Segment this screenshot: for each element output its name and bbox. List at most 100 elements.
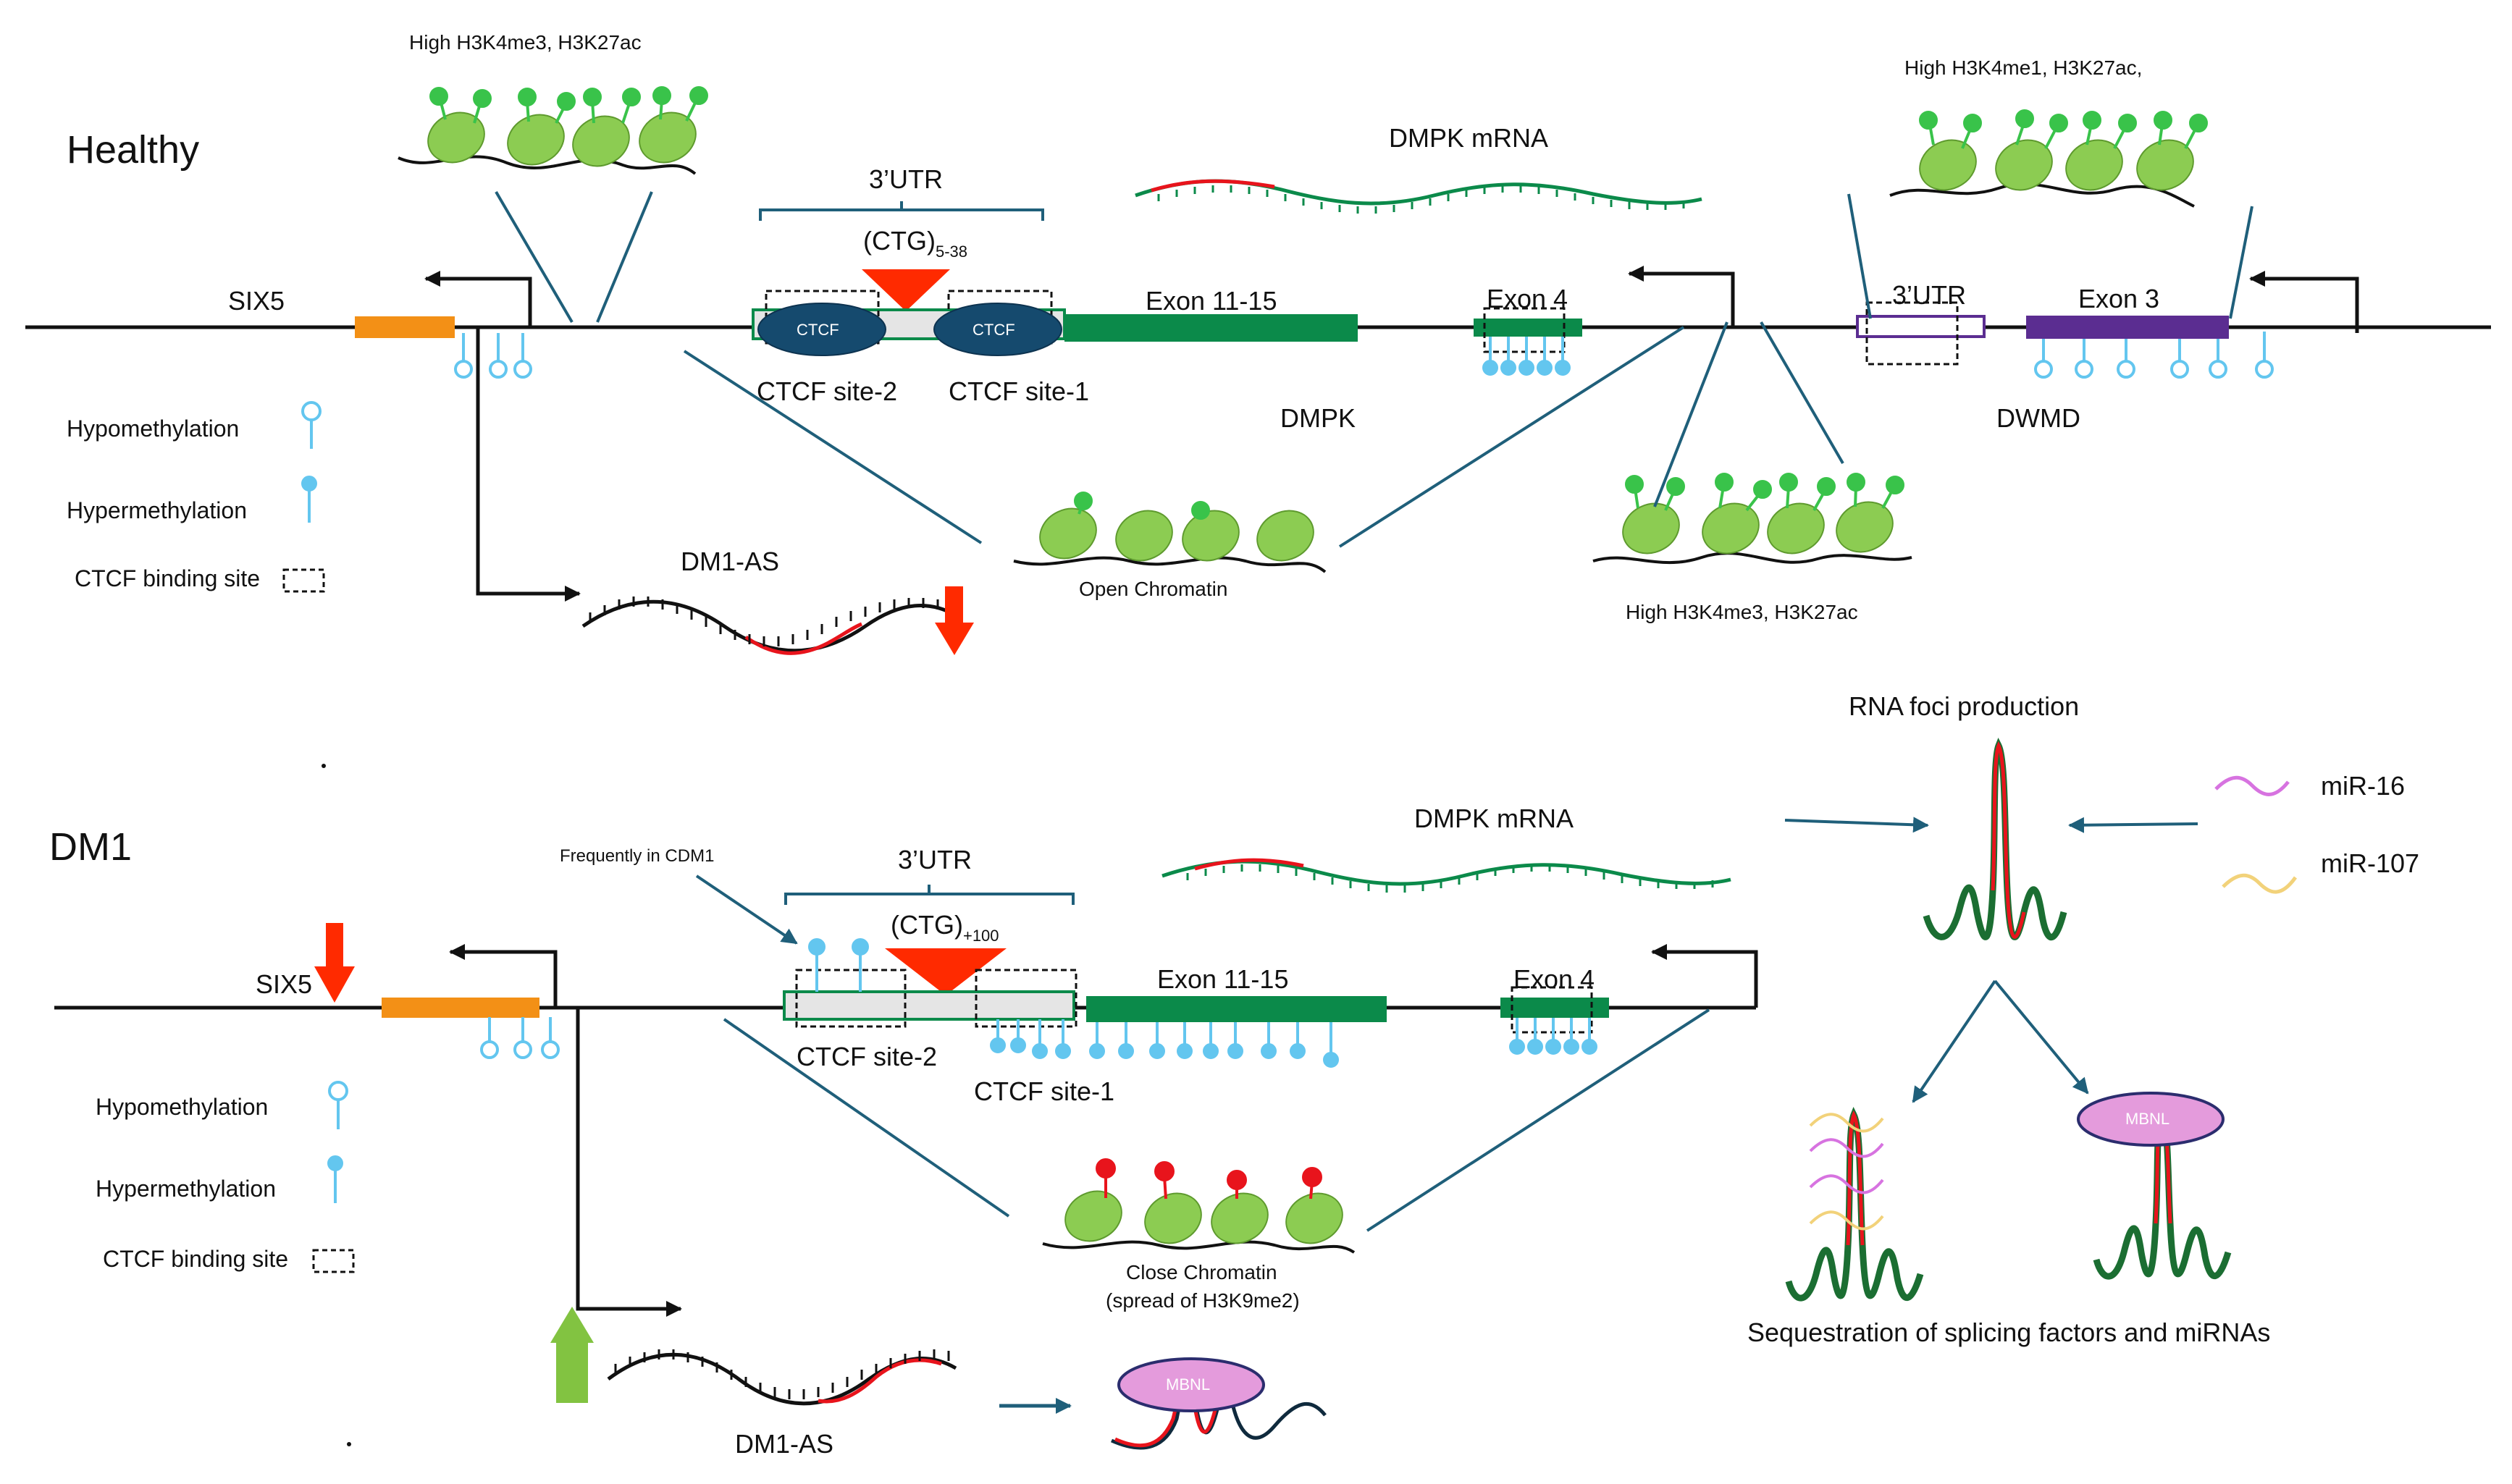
healthy-3utr-bracket (759, 201, 1044, 221)
dm1-frequently-cdm1-label: Frequently in CDM1 (560, 846, 714, 866)
healthy-connector-br-1 (1653, 321, 1728, 507)
legend-ctcf-binding-label: CTCF binding site (75, 565, 260, 591)
healthy-dwmd-tss-arrow (2249, 271, 2359, 333)
dm1-six5-tss-arrow (449, 944, 558, 1008)
stray-dot-2 (347, 1442, 351, 1446)
mir16-label: miR-16 (2321, 771, 2405, 801)
rna-foci-hairpin (1923, 737, 2067, 941)
dm1-legend-hypermethylation-icon (327, 1155, 343, 1203)
dm1-close-chromatin-label-2: (spread of H3K9me2) (1106, 1289, 1300, 1312)
healthy-dwmd-3utr-label: 3’UTR (1892, 280, 1966, 310)
dm1-ctcf-site1-label: CTCF site-1 (974, 1076, 1114, 1106)
dm1-legend: Hypomethylation Hypermethylation CTCF bi… (96, 1081, 355, 1273)
dm1-legend-ctcf-binding-label: CTCF binding site (103, 1246, 288, 1272)
healthy-connector-br-2 (1760, 321, 1844, 465)
legend-ctcf-binding-icon (282, 568, 325, 593)
healthy-histone-bottom-right-label: High H3K4me3, H3K27ac (1626, 601, 1858, 623)
stray-dot-1 (322, 764, 326, 768)
dm1-exon4-label: Exon 4 (1513, 964, 1595, 994)
healthy-histone-top-right-label: High H3K4me1, H3K27ac, (1904, 56, 2142, 79)
healthy-exon-11-15 (1064, 314, 1358, 342)
healthy-dmpk-mrna (1135, 179, 1702, 214)
mir107-strand (2222, 873, 2298, 894)
healthy-dmpk-label: DMPK (1280, 403, 1356, 433)
dm1-3utr-label: 3’UTR (898, 845, 972, 874)
dm1-six5-hypomethylation (480, 1017, 560, 1059)
dm1-dm1as-mbnl-complex: MBNL (1110, 1357, 1327, 1450)
dm1-dm1as-increase-arrow-head (550, 1307, 594, 1343)
mir16-strand (2214, 775, 2290, 796)
dm1-legend-ctcf-binding-icon (312, 1249, 355, 1273)
healthy-connector-oc-1 (683, 350, 983, 544)
foci-split-arrow-right (1994, 979, 2089, 1095)
healthy-ctcf-site1-label: CTCF site-1 (949, 376, 1089, 406)
healthy-connector-tl-1 (495, 190, 574, 324)
dm1-dmpk-tss-arrow (1651, 944, 1758, 1008)
healthy-legend: Hypomethylation Hypermethylation CTCF bi… (67, 401, 325, 593)
healthy-six5-exon (355, 316, 455, 338)
healthy-six5-hypomethylation (454, 333, 532, 379)
healthy-exon4-label: Exon 4 (1487, 284, 1568, 313)
healthy-panel: Healthy SIX5 DM1-AS High H3K4me3, H3K27a… (25, 31, 2491, 655)
dm1-exon-11-15 (1086, 996, 1387, 1022)
healthy-dwmd-label: DWMD (1996, 403, 2080, 433)
healthy-ctcf-protein-2-label: CTCF (797, 321, 839, 339)
dm1-dm1as-label: DM1-AS (735, 1429, 833, 1459)
dm1-six5-exon (382, 998, 539, 1018)
foci-mbnl-protein (2077, 1092, 2225, 1147)
legend-hypomethylation-icon (301, 401, 322, 449)
legend-hypermethylation-label: Hypermethylation (67, 497, 247, 523)
healthy-exon4-hypermethylation (1482, 337, 1571, 376)
dm1-legend-hypermethylation-label: Hypermethylation (96, 1176, 276, 1202)
healthy-connector-tl-2 (596, 191, 653, 323)
dm1-ctg-label: (CTG)+100 (891, 910, 999, 945)
dm1-ctcf-binding-box-1 (975, 969, 1078, 1028)
healthy-ctg-repeat-triangle (862, 269, 950, 311)
dm1-utr-hypermethylation-up (808, 938, 869, 992)
healthy-dm1as-transcription-arrow (476, 327, 581, 602)
dm1-legend-hypomethylation-icon (328, 1081, 348, 1129)
dm1-dmpk-mrna (1162, 858, 1731, 893)
dm1-ctcf-binding-box-2 (795, 969, 907, 1028)
healthy-nucleosomes-top-left (398, 86, 708, 175)
dm1-legend-hypomethylation-label: Hypomethylation (96, 1094, 268, 1120)
dm1-3utr-region (783, 990, 1075, 1021)
mir107-label: miR-107 (2321, 848, 2419, 878)
dm1-six5-decrease-arrow (314, 923, 355, 1003)
healthy-dm1as-label: DM1-AS (681, 547, 779, 576)
foci-split-arrow-left (1912, 979, 1996, 1103)
foci-arrow-from-mrna (1784, 817, 1929, 833)
healthy-dwmd-exon3-label: Exon 3 (2078, 284, 2159, 313)
dm1-close-chromatin (1042, 1158, 1356, 1254)
foci-mbnl-label: MBNL (2125, 1110, 2169, 1128)
healthy-nucleosomes-top-right (1889, 109, 2208, 208)
dm1-connector-cc-1 (723, 1018, 1010, 1218)
dm1-dm1as-transcript (607, 1349, 957, 1406)
healthy-connector-oc-2 (1338, 326, 1685, 548)
healthy-dwmd-hypomethylation (2034, 332, 2274, 379)
healthy-dmpk-tss-arrow (1628, 266, 1735, 327)
dm1-title: DM1 (49, 825, 132, 869)
foci-arrow-from-mirna (2068, 817, 2198, 833)
rna-foci-panel: RNA foci production miR-16 miR-107 (1747, 691, 2419, 1347)
healthy-histone-top-left-label: High H3K4me3, H3K27ac (409, 31, 642, 54)
healthy-dwmd-ctcf-box (1865, 301, 1959, 366)
healthy-connector-tr-2 (2229, 206, 2253, 319)
dm1-dmpk-mrna-label: DMPK mRNA (1414, 804, 1574, 833)
dm1-frequently-cdm1-arrow (695, 874, 798, 945)
legend-hypermethylation-icon (301, 476, 317, 523)
dm1-mbnl-label-dm1as: MBNL (1166, 1375, 1210, 1394)
healthy-six5-label: SIX5 (228, 286, 285, 316)
dm1-mbnl-protein-dm1as (1117, 1357, 1265, 1412)
rna-foci-title: RNA foci production (1849, 691, 2079, 721)
healthy-exon4-ctcf-box (1483, 307, 1566, 353)
dm1-panel: DM1 SIX5 DM1-AS MBNL Frequently i (49, 804, 1758, 1459)
healthy-ctcf-protein-1 (933, 303, 1062, 356)
healthy-dm1as-decrease-arrow (935, 586, 974, 655)
healthy-dwmd-exon3 (2026, 316, 2229, 339)
healthy-exon-11-15-label: Exon 11-15 (1146, 286, 1277, 316)
dm1-exon4-hypermethylation (1509, 1018, 1597, 1055)
healthy-title: Healthy (67, 128, 199, 172)
legend-hypomethylation-label: Hypomethylation (67, 416, 239, 442)
